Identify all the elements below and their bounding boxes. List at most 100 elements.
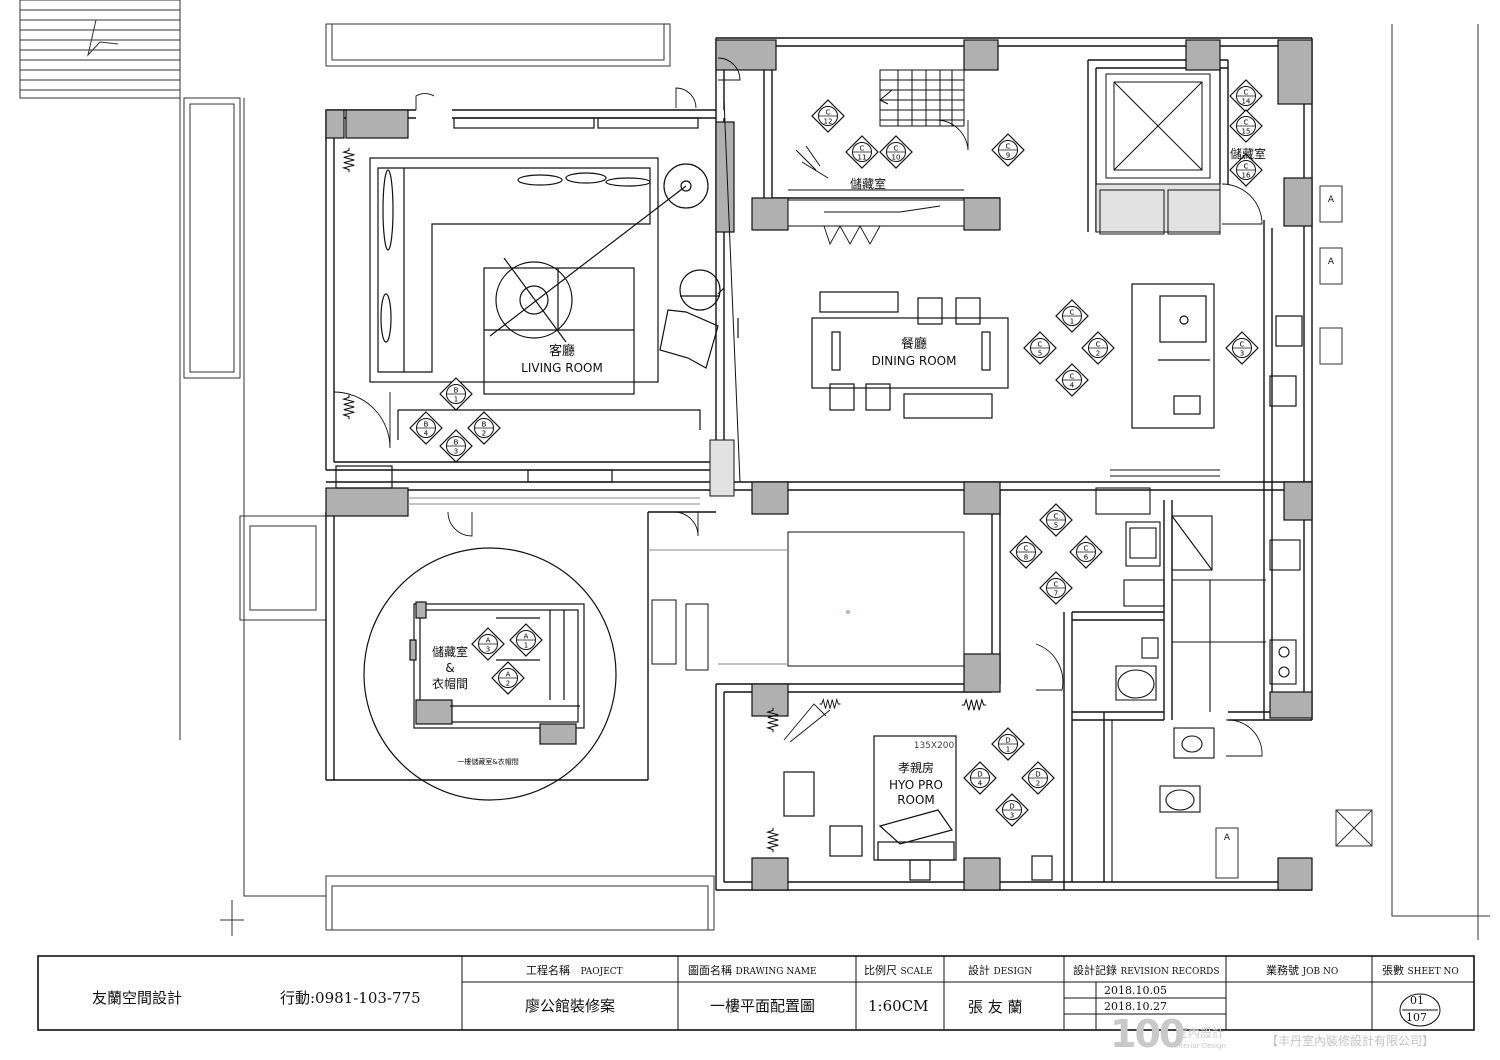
marker-letter: C	[1070, 309, 1075, 317]
marker-number: 1	[1006, 746, 1010, 754]
marker-number: 2	[1036, 780, 1040, 788]
revision-label: 設計記錄 REVISION RECORDS	[1073, 962, 1220, 978]
marker-number: 12	[824, 118, 833, 126]
marker-number: 7	[1054, 590, 1058, 598]
job-label: 業務號 JOB NO	[1266, 962, 1338, 978]
elevation-marker-c16: C16	[1229, 153, 1263, 187]
marker-number: 4	[978, 780, 983, 788]
sheet-label-zh: 張數	[1382, 964, 1404, 977]
bedroom-furniture	[783, 735, 1053, 881]
marker-letter: C	[1240, 341, 1245, 349]
revision-label-en: REVISION RECORDS	[1120, 967, 1220, 977]
side-tag-1: A	[1328, 195, 1335, 205]
marker-number: 2	[482, 430, 486, 438]
watermark-logo-zh: 室內設計	[1176, 1026, 1225, 1040]
scale-label-en: SCALE	[900, 967, 933, 977]
living-furniture	[335, 117, 739, 489]
marker-number: 8	[1024, 554, 1028, 562]
entry-area	[408, 99, 965, 671]
marker-number: 1	[454, 396, 458, 404]
revision-date-2: 2018.10.27	[1104, 1000, 1167, 1013]
marker-letter: C	[1006, 143, 1011, 151]
bed-size-label: 135X200	[914, 741, 955, 751]
elevation-marker-c15: C15	[1229, 109, 1263, 143]
marker-letter: C	[1084, 545, 1089, 553]
marker-letter: D	[1035, 771, 1040, 779]
marker-letter: D	[977, 771, 982, 779]
marker-letter: A	[524, 633, 529, 641]
project-label-en: PAOJECT	[580, 967, 623, 977]
room-labels: 客廳 LIVING ROOM 餐廳 DINING ROOM 儲藏室 儲藏室 儲藏…	[432, 146, 1335, 843]
marker-number: 2	[506, 680, 510, 688]
project-label: 工程名稱 PAOJECT	[526, 962, 623, 978]
elevation-marker-c7: C7	[1039, 571, 1073, 605]
closet-detail	[363, 547, 617, 801]
marker-number: 1	[1070, 318, 1074, 326]
job-label-zh: 業務號	[1266, 964, 1299, 977]
marker-letter: B	[454, 439, 459, 447]
marker-letter: C	[1070, 373, 1075, 381]
marker-number: 4	[1070, 382, 1075, 390]
curtain-springs	[342, 146, 987, 853]
elevation-marker-d4: D4	[963, 761, 997, 795]
sheet-number: 01	[1410, 994, 1424, 1007]
scale-label: 比例尺 SCALE	[864, 962, 933, 978]
living-label-en: LIVING ROOM	[521, 361, 603, 375]
marker-letter: B	[482, 421, 487, 429]
elevation-marker-a3: A3	[471, 627, 505, 661]
elevation-marker-c9: C9	[991, 133, 1025, 167]
drawing-label-zh: 圖面名稱	[688, 964, 732, 977]
elevation-marker-c4: C4	[1055, 363, 1089, 397]
storage-right-label: 儲藏室	[1230, 146, 1266, 161]
sheet-total: 107	[1406, 1011, 1427, 1024]
marker-letter: B	[424, 421, 429, 429]
marker-number: 6	[1084, 554, 1089, 562]
job-label-en: JOB NO	[1302, 967, 1339, 977]
phone-number: 行動:0981-103-775	[280, 989, 421, 1007]
closet-label-1: 儲藏室	[432, 644, 468, 659]
drawing-label-en: DRAWING NAME	[735, 967, 817, 977]
marker-number: 2	[1096, 350, 1100, 358]
marker-number: 3	[1010, 812, 1014, 820]
living-label-zh: 客廳	[549, 343, 575, 359]
marker-letter: C	[894, 145, 899, 153]
company-name: 友蘭空間設計	[92, 989, 183, 1007]
marker-number: 10	[892, 154, 901, 162]
elevator	[1099, 73, 1221, 235]
elevation-marker-a2: A2	[491, 661, 525, 695]
project-value: 廖公館裝修案	[525, 997, 616, 1015]
elevation-marker-c2: C2	[1081, 331, 1115, 365]
elevation-marker-c1: C1	[1055, 299, 1089, 333]
marker-letter: C	[1244, 89, 1249, 97]
lamp-dot	[846, 610, 850, 614]
parents-label-en2: ROOM	[897, 793, 935, 807]
dining-label-zh: 餐廳	[901, 336, 927, 352]
elevation-marker-b3: B3	[439, 429, 473, 463]
marker-letter: D	[1009, 803, 1014, 811]
parents-label-zh: 孝親房	[898, 760, 934, 775]
elevation-marker-c8: C8	[1009, 535, 1043, 569]
side-tag-2: A	[1328, 257, 1335, 267]
bathrooms	[1095, 469, 1301, 882]
elevation-marker-b4: B4	[409, 411, 443, 445]
elevation-marker-c5b: C5	[1039, 503, 1073, 537]
elevation-markers: B1B2B3B4C1C2C3C4C5C5C6C7C8C9C10C11C12C14…	[409, 79, 1263, 827]
marker-number: 16	[1242, 172, 1251, 180]
marker-letter: C	[1054, 513, 1059, 521]
sheet-label-en: SHEET NO	[1407, 967, 1459, 977]
sheet-label: 張數 SHEET NO	[1382, 962, 1459, 978]
scale-value: 1:60CM	[868, 997, 929, 1015]
marker-letter: C	[1244, 163, 1249, 171]
title-block-frame	[37, 955, 1475, 1031]
revision-label-zh: 設計記錄	[1073, 964, 1117, 977]
thin-columns	[709, 183, 1221, 497]
marker-letter: C	[1096, 341, 1101, 349]
stair-storage	[787, 69, 965, 227]
revision-date-1: 2018.10.05	[1104, 984, 1167, 997]
columns	[325, 39, 1313, 891]
elevation-marker-d3: D3	[995, 793, 1029, 827]
watermark-credit: 【丰丹室內裝修設計有限公司】	[1266, 1034, 1435, 1048]
marker-number: 3	[486, 646, 490, 654]
design-label-en: DESIGN	[993, 967, 1033, 977]
elevation-marker-c6: C6	[1069, 535, 1103, 569]
